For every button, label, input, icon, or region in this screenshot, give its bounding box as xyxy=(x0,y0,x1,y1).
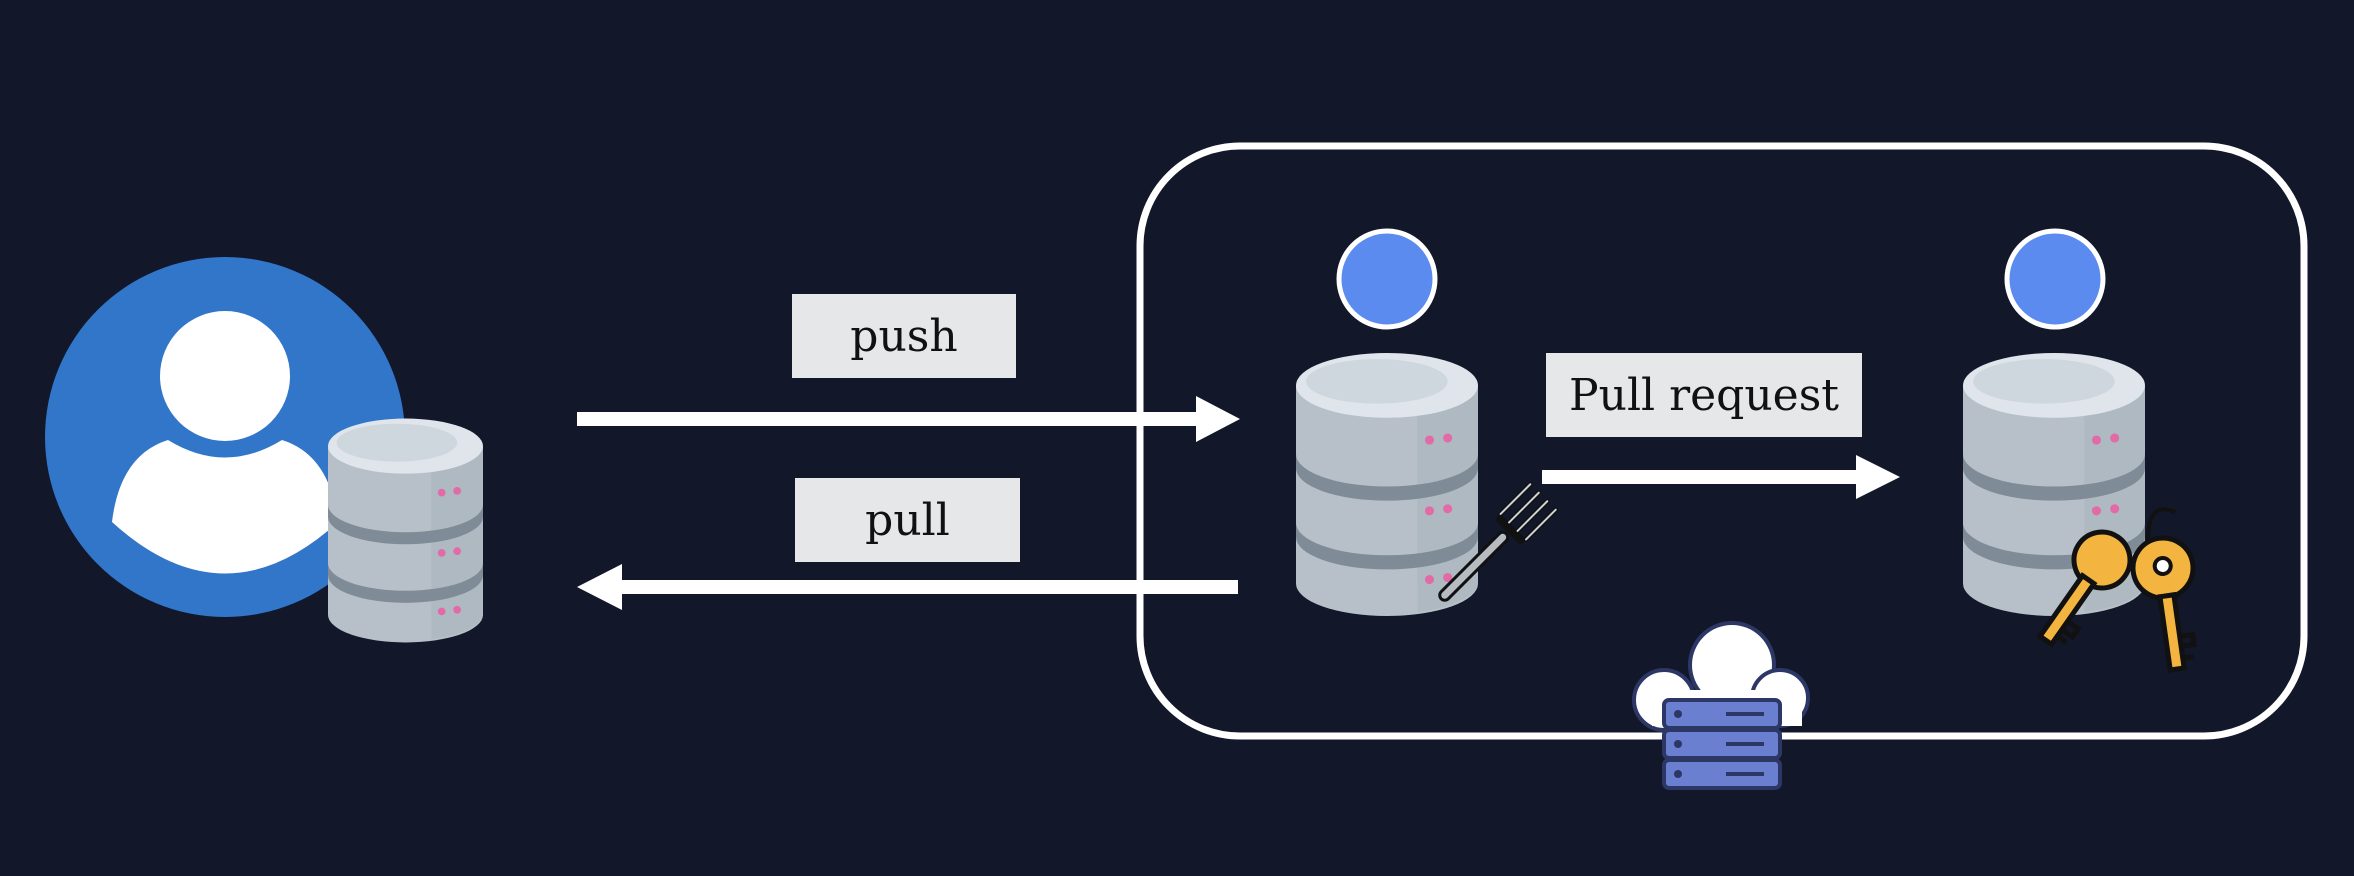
push-arrow xyxy=(577,396,1240,442)
push-label: push xyxy=(792,294,1016,378)
fork-owner-icon xyxy=(1336,228,1438,330)
pull-request-label: Pull request xyxy=(1546,353,1862,437)
fork-icon xyxy=(1438,481,1559,602)
local-repo-database-icon xyxy=(328,418,483,643)
keys-icon xyxy=(2036,507,2197,673)
user-avatar-icon xyxy=(45,257,405,617)
pull-request-arrow xyxy=(1542,455,1900,499)
pull-label: pull xyxy=(795,478,1020,562)
upstream-owner-icon xyxy=(2004,228,2106,330)
cloud-server-icon xyxy=(1632,621,1810,790)
pull-arrow xyxy=(577,564,1238,610)
fork-repo-database-icon xyxy=(1296,353,1478,616)
